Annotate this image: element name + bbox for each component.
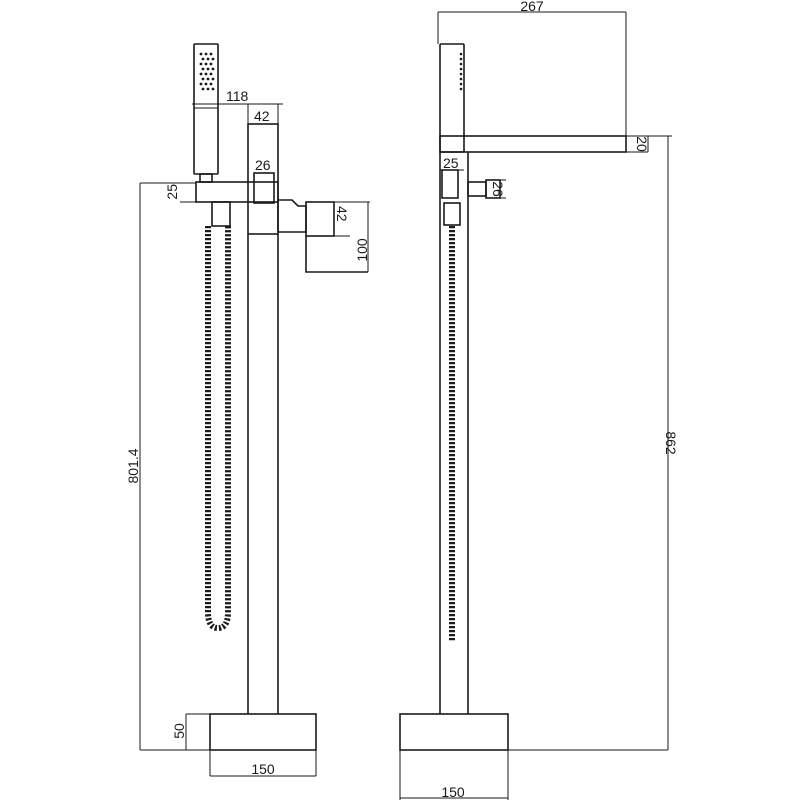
nozzle-dot [211, 57, 215, 61]
nozzle-dot [201, 57, 205, 61]
side-nozzle-dots [459, 52, 463, 91]
nozzle-dot [206, 67, 210, 71]
dim-total-height: 862 [663, 431, 679, 455]
nozzle-dot [204, 62, 208, 66]
dim-arm-reach: 267 [520, 0, 544, 14]
dim-holder-height: 25 [443, 155, 459, 171]
side-riser-column [439, 152, 469, 714]
front-base-plate [209, 713, 317, 751]
side-nozzle-dot [459, 77, 463, 81]
side-nozzle-dot [459, 82, 463, 86]
nozzle-dot [201, 77, 205, 81]
side-nozzle-dot [459, 52, 463, 56]
dim-base-width: 150 [441, 784, 465, 800]
dim-base-height: 50 [171, 723, 187, 739]
riser-column [247, 123, 279, 714]
nozzle-dot [209, 82, 213, 86]
dim-arm-height: 25 [164, 184, 180, 200]
side-nozzle-dot [459, 57, 463, 61]
side-dimension-lines [399, 11, 672, 800]
side-top-arm [439, 135, 627, 153]
nozzle-dot [211, 67, 215, 71]
nozzle-dot [204, 82, 208, 86]
dim-holder-width: 26 [255, 157, 271, 173]
nozzle-dot [199, 82, 203, 86]
nozzle-dot [199, 72, 203, 76]
nozzle-dot [209, 52, 213, 56]
nozzle-dot [209, 72, 213, 76]
shower-hose [205, 201, 231, 632]
side-view: 267 20 25 26 862 150 [399, 0, 679, 800]
nozzle-dot [209, 62, 213, 66]
nozzle-dot [206, 77, 210, 81]
spout [277, 199, 368, 273]
side-nozzle-dot [459, 67, 463, 71]
nozzle-dot [199, 52, 203, 56]
side-nozzle-dot [459, 62, 463, 66]
nozzle-dot [211, 77, 215, 81]
dim-lever-width: 42 [254, 108, 270, 124]
front-dimension-lines [139, 103, 370, 777]
front-view: 118 42 26 25 42 100 801.4 50 150 [125, 43, 370, 777]
dim-head-width: 118 [226, 88, 249, 104]
dim-arm-height: 20 [634, 136, 650, 152]
dim-height: 801.4 [125, 448, 141, 483]
nozzle-dot [211, 87, 215, 91]
nozzle-dot [201, 67, 205, 71]
shower-arm [195, 172, 279, 204]
dim-spout-height: 42 [334, 206, 350, 222]
dim-base-width: 150 [251, 761, 275, 777]
hand-shower-head [193, 43, 219, 183]
nozzle-dot [206, 87, 210, 91]
side-nozzle-dot [459, 72, 463, 76]
nozzle-dot [199, 62, 203, 66]
dim-spout-drop: 100 [354, 238, 370, 262]
nozzle-dot [204, 72, 208, 76]
nozzle-dot [206, 57, 210, 61]
dim-knob-height: 26 [490, 181, 506, 197]
nozzle-dot [204, 52, 208, 56]
side-nozzle-dot [459, 87, 463, 91]
side-base-plate [399, 713, 509, 751]
nozzle-dot [201, 87, 205, 91]
shower-nozzle-dots [199, 52, 215, 91]
